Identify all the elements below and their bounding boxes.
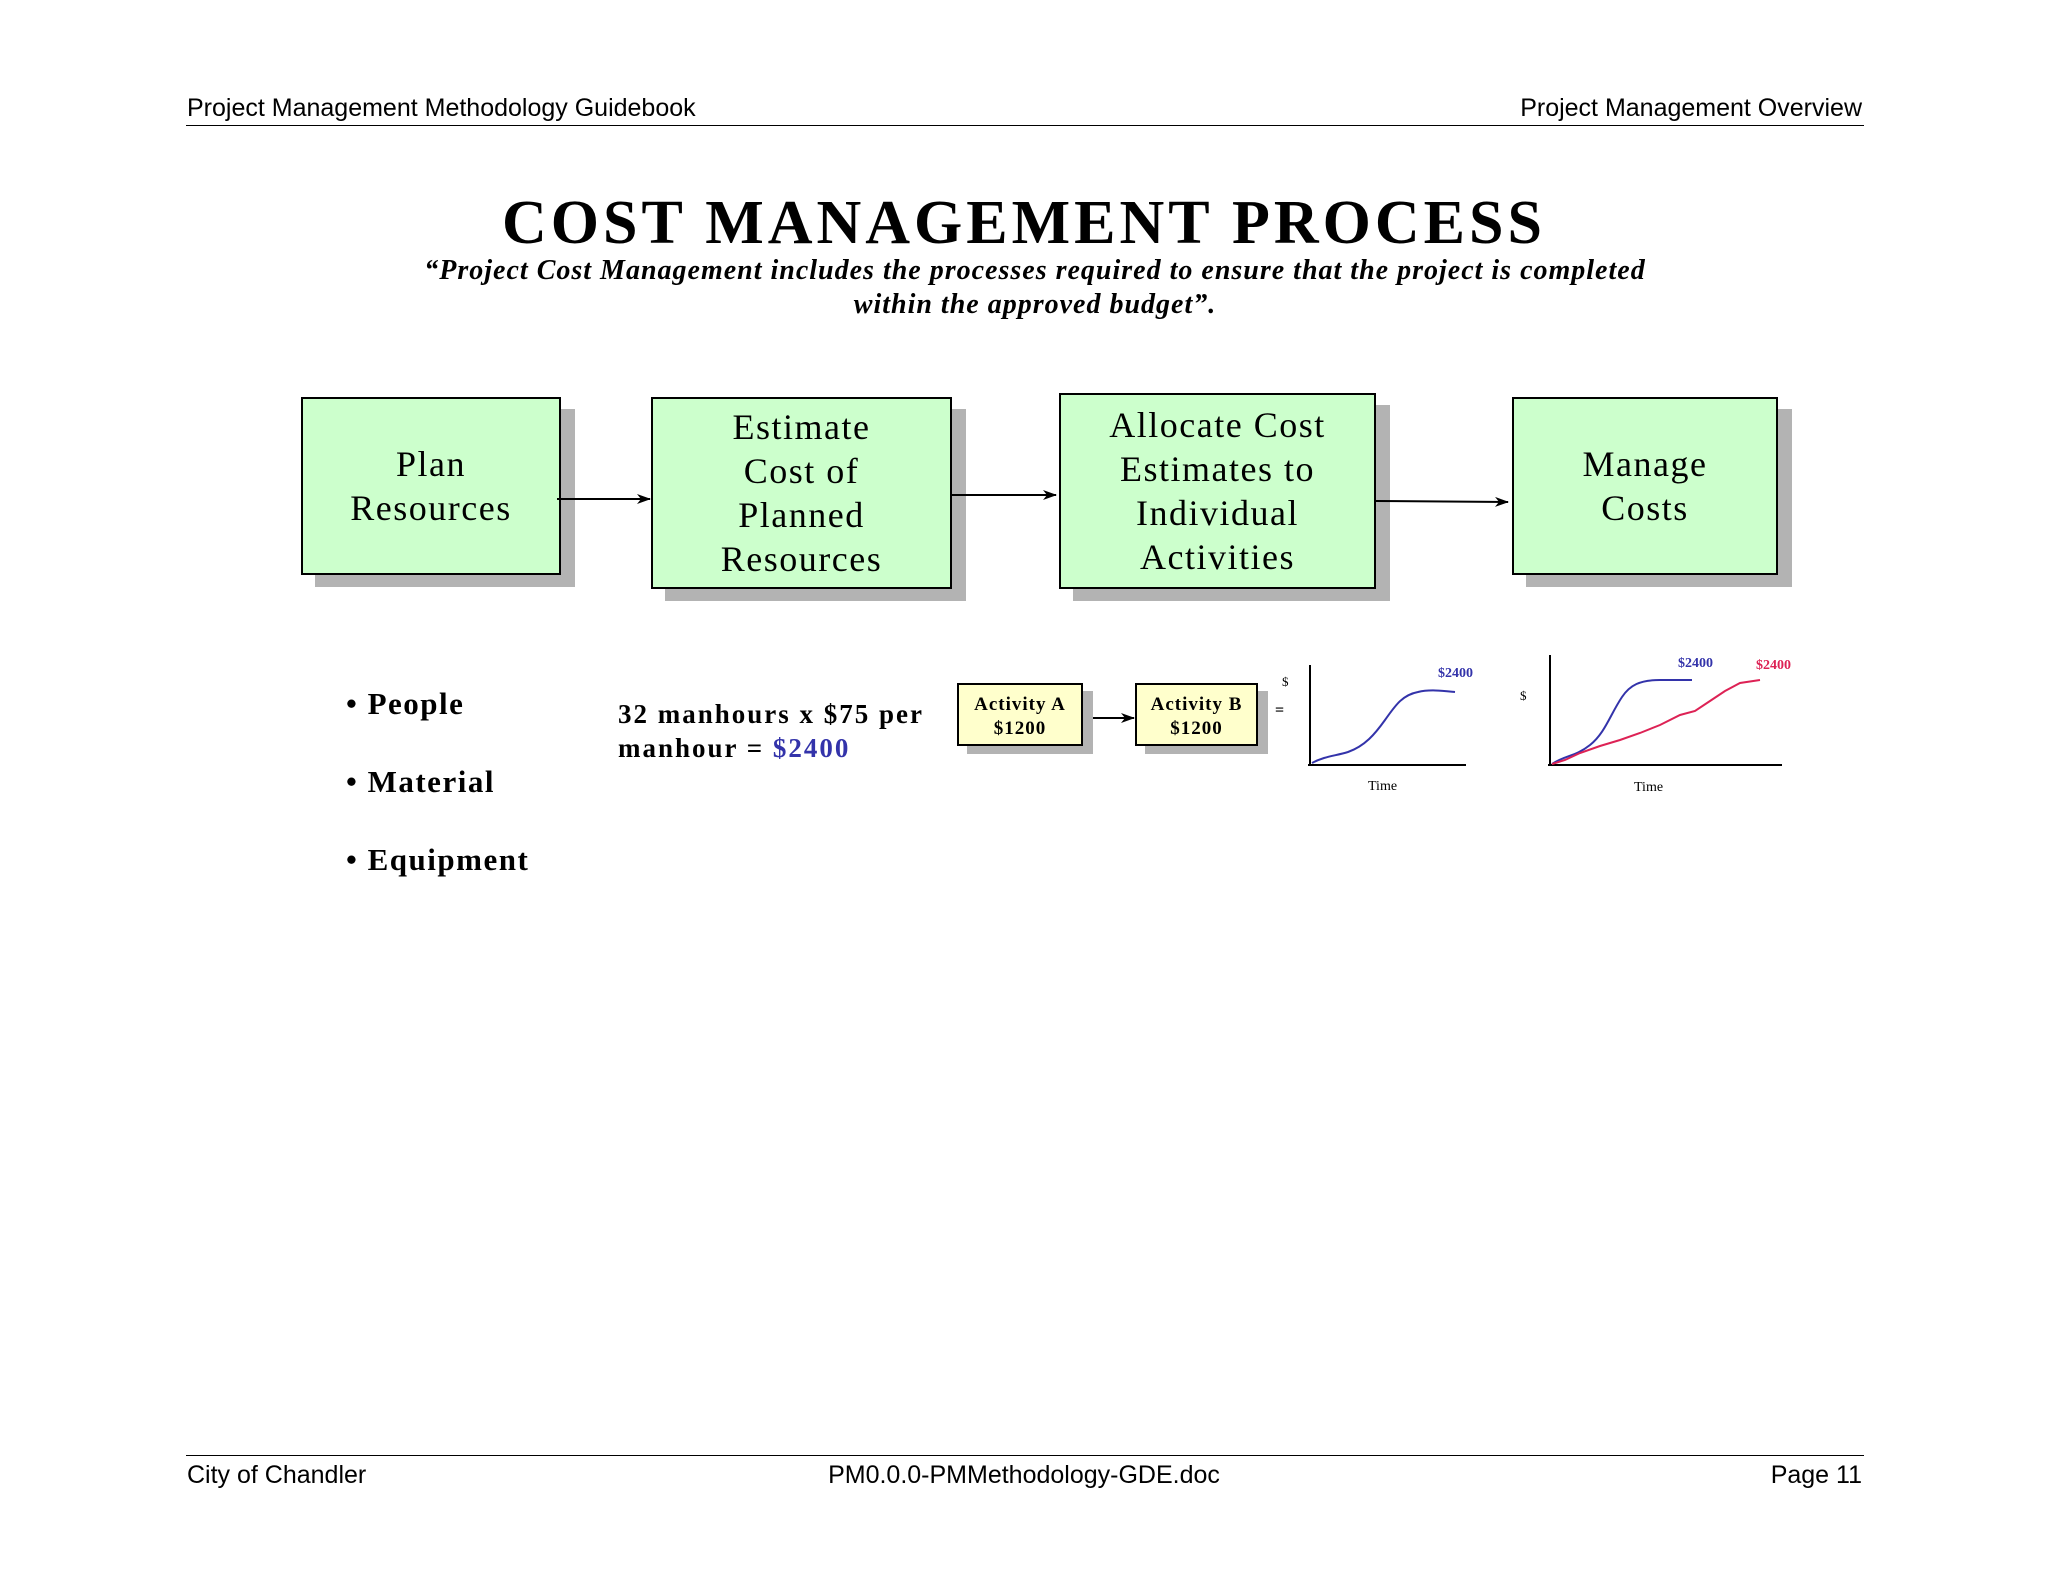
header-left: Project Management Methodology Guidebook <box>187 94 696 122</box>
chart2-ylabel: $ <box>1520 688 1527 703</box>
planned-vs-actual-chart: $ Time $2400 $2400 <box>1520 655 1791 795</box>
footer-page-number: Page 11 <box>1770 1461 1862 1489</box>
quote-line-2: within the approved budget”. <box>853 289 1217 320</box>
header-right: Project Management Overview <box>1520 94 1862 122</box>
process-step-label: Plan Resources <box>350 444 512 528</box>
chart1-end-label: $2400 <box>1438 666 1473 681</box>
footer-left: City of Chandler <box>187 1461 367 1489</box>
header-rule <box>186 125 1864 126</box>
activity-a-box: Activity A $1200 <box>957 683 1083 746</box>
process-step-label: Estimate Cost of Planned Resources <box>720 407 883 579</box>
process-step-label: Manage Costs <box>1582 444 1708 528</box>
activity-b-box: Activity B $1200 <box>1135 683 1258 746</box>
chart2-planned-curve <box>1551 679 1692 765</box>
planned-cost-curve-chart: $ Time $2400 <box>1282 665 1473 794</box>
chart2-planned-label: $2400 <box>1678 656 1713 671</box>
process-step-manage-costs: Manage Costs <box>1512 397 1778 575</box>
page-title: COST MANAGEMENT PROCESS <box>502 189 1546 257</box>
activity-b-cost: $1200 <box>1170 718 1223 739</box>
chart1-ylabel: $ <box>1282 674 1289 689</box>
activity-b-name: Activity B <box>1150 694 1243 715</box>
chart1-planned-curve <box>1311 689 1456 764</box>
cost-formula: 32 manhours x $75 per manhour = $2400 <box>618 697 924 765</box>
process-step-plan-resources: Plan Resources <box>301 397 561 575</box>
equals-sign: = <box>1275 702 1285 719</box>
activity-a-name: Activity A <box>974 694 1066 715</box>
resource-material: • Material <box>346 764 495 799</box>
formula-total: $2400 <box>772 733 851 763</box>
formula-line-2-prefix: manhour = <box>618 733 773 763</box>
process-step-estimate-cost: Estimate Cost of Planned Resources <box>651 397 952 589</box>
chart2-actual-label: $2400 <box>1756 658 1791 673</box>
chart1-xlabel: Time <box>1368 779 1397 794</box>
resource-people: • People <box>346 686 465 721</box>
footer-rule <box>186 1455 1864 1456</box>
arrow-allocate-to-manage <box>1375 496 1509 507</box>
formula-line-1: 32 manhours x $75 per <box>618 699 925 729</box>
chart2-xlabel: Time <box>1634 780 1663 795</box>
quote-line-1: “Project Cost Management includes the pr… <box>424 255 1646 286</box>
process-step-allocate-cost: Allocate Cost Estimates to Individual Ac… <box>1059 393 1376 589</box>
chart2-actual-curve <box>1551 679 1761 765</box>
activity-a-cost: $1200 <box>993 718 1047 739</box>
definition-quote: “Project Cost Management includes the pr… <box>290 254 1780 322</box>
resource-equipment: • Equipment <box>346 842 530 877</box>
process-step-label: Allocate Cost Estimates to Individual Ac… <box>1109 405 1326 577</box>
footer-center: PM0.0.0-PMMethodology-GDE.doc <box>828 1461 1220 1489</box>
